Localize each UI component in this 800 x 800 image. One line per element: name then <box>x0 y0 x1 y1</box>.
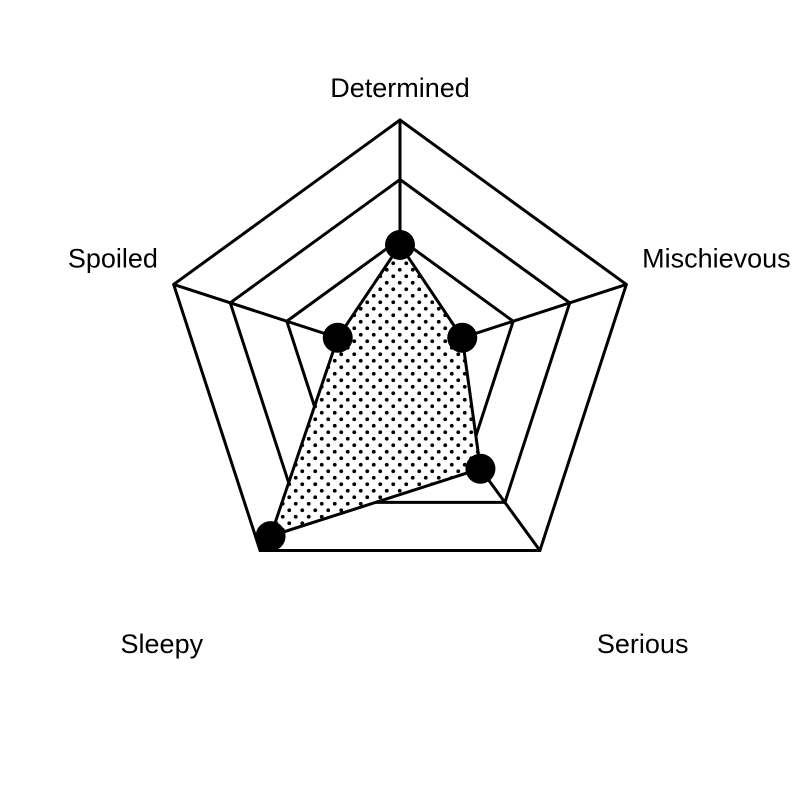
grid-ring-4 <box>171 118 629 553</box>
radar-series-layer <box>255 229 496 552</box>
axis-label-determined: Determined <box>330 73 470 103</box>
data-point-mischievous <box>447 322 478 353</box>
series-area-0 <box>268 242 483 539</box>
data-point-serious <box>465 453 496 484</box>
axis-label-spoiled: Spoiled <box>68 243 158 273</box>
axis-labels: Determined Mischievous Serious Sleepy Sp… <box>68 73 791 659</box>
data-point-sleepy <box>255 521 286 552</box>
data-point-spoiled <box>322 322 353 353</box>
data-point-determined <box>385 229 415 260</box>
axis-label-mischievous: Mischievous <box>642 243 791 273</box>
axis-label-sleepy: Sleepy <box>121 629 204 659</box>
grid-ring-3 <box>228 177 572 504</box>
axis-label-serious: Serious <box>597 629 689 659</box>
